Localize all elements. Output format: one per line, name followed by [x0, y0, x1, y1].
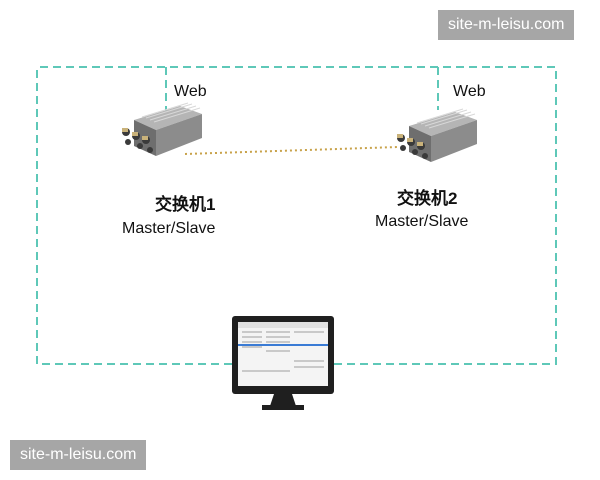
watermark-top: site-m-leisu.com — [438, 10, 575, 40]
network-loop-line-left — [36, 67, 232, 365]
network-loop-line — [40, 66, 557, 365]
switch1-role: Master/Slave — [122, 220, 216, 237]
switch-interlink — [184, 146, 399, 155]
monitor-icon — [232, 316, 334, 410]
network-loop — [36, 66, 557, 365]
network-switch-icon — [397, 108, 477, 162]
network-switch-icon — [122, 102, 202, 156]
switch1-web-label: Web — [174, 83, 207, 100]
switch1-name: 交换机1 — [155, 195, 216, 214]
switch2-name: 交换机2 — [397, 189, 458, 208]
switch2-role: Master/Slave — [375, 213, 469, 230]
watermark-bottom: site-m-leisu.com — [10, 440, 147, 470]
switch2-web-label: Web — [453, 83, 486, 100]
